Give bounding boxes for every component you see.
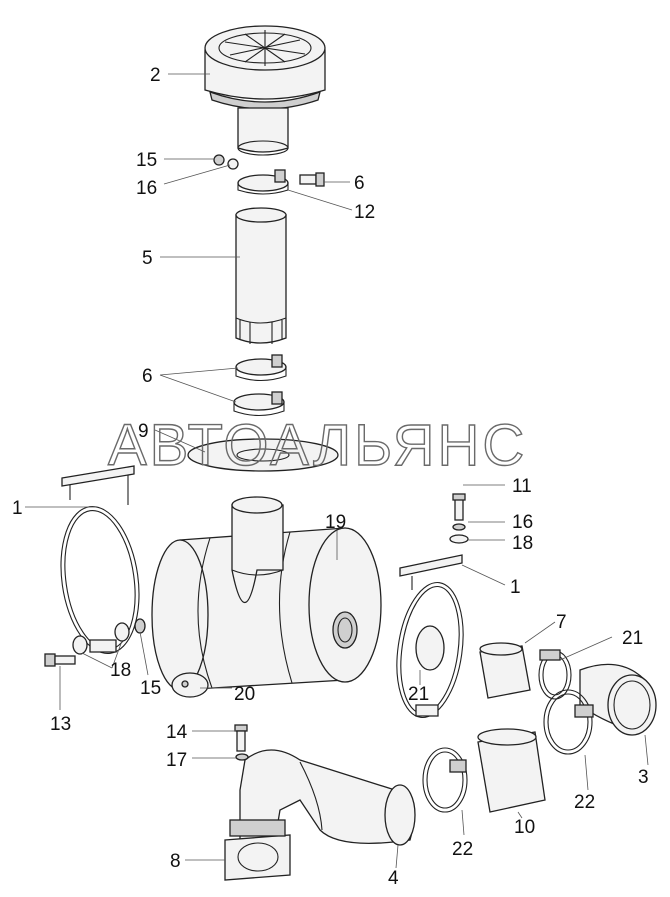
clamp-middle-1	[235, 354, 287, 382]
washer-right-2	[449, 534, 469, 544]
callout-8: 8	[170, 851, 181, 872]
washer-left-2	[114, 622, 130, 642]
part-bracket-right	[396, 554, 464, 719]
clamp-middle-2	[233, 391, 285, 417]
callout-21-right: 21	[622, 628, 643, 649]
callout-20: 20	[234, 684, 255, 705]
callout-16-right: 16	[512, 512, 533, 533]
callout-7: 7	[556, 612, 567, 633]
washer-left-1	[72, 635, 88, 655]
callout-15-top: 15	[136, 150, 157, 171]
callout-3: 3	[638, 767, 649, 788]
part-intake-pipe	[235, 207, 287, 344]
callout-labels: 2 15 16 6 12 5 6 9 1 19 11 16 18 1 7 21 …	[12, 65, 649, 889]
clamp-upper-right	[538, 649, 572, 700]
part-precleaner-cap	[204, 25, 326, 110]
callout-16-top: 16	[136, 178, 157, 199]
washer-lower	[235, 753, 249, 761]
clamp-lower-right	[543, 689, 594, 755]
clamp-lower-middle	[422, 747, 468, 813]
callout-19: 19	[325, 512, 346, 533]
part-precleaner-neck	[237, 107, 289, 156]
part-hose-lower	[477, 728, 546, 813]
callout-18-right: 18	[512, 533, 533, 554]
watermark-text: АВТОАЛЬЯНС	[108, 413, 527, 478]
callout-1-right: 1	[510, 577, 521, 598]
callout-9: 9	[138, 421, 149, 442]
callout-11: 11	[512, 476, 532, 497]
callout-2: 2	[150, 65, 161, 86]
callout-13: 13	[50, 714, 71, 735]
bolt-left	[44, 653, 76, 667]
callout-14: 14	[166, 722, 188, 743]
callout-21-middle: 21	[408, 684, 429, 705]
part-bracket-left	[60, 465, 140, 655]
washer-top	[227, 158, 239, 170]
clamp-upper	[237, 169, 289, 195]
part-hose-upper	[479, 642, 531, 699]
callout-10: 10	[514, 817, 535, 838]
part-dust-cap	[171, 672, 209, 698]
callout-18-left: 18	[110, 660, 131, 681]
callout-6-middle: 6	[142, 366, 153, 387]
callout-22-right: 22	[574, 792, 595, 813]
callout-17: 17	[166, 750, 187, 771]
part-flange-gasket	[224, 819, 291, 881]
bolt-top	[299, 172, 325, 187]
bolt-right-vertical	[452, 493, 466, 521]
callout-4: 4	[388, 868, 399, 889]
washer-right-1	[452, 523, 466, 531]
leader-lines	[25, 73, 649, 869]
callout-15-left: 15	[140, 678, 161, 699]
callout-12: 12	[354, 202, 375, 223]
part-gasket	[187, 438, 339, 472]
nut-top	[213, 154, 225, 166]
callout-1-left: 1	[12, 498, 23, 519]
callout-5: 5	[142, 248, 153, 269]
part-outlet-pipe	[239, 749, 416, 846]
part-filter-housing	[151, 496, 382, 691]
callout-6-top: 6	[354, 173, 365, 194]
callout-22-middle: 22	[452, 839, 473, 860]
nut-left	[134, 618, 146, 634]
part-elbow	[579, 663, 657, 736]
bolt-lower	[234, 724, 248, 752]
